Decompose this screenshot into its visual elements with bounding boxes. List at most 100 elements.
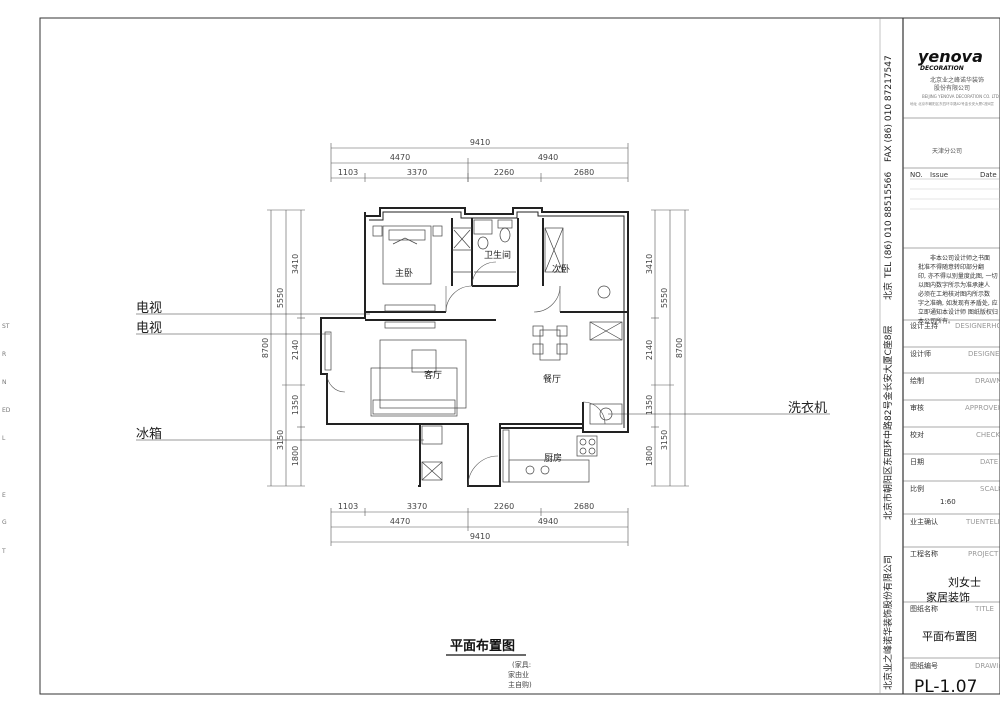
plan-title: 平面布置图 [450, 638, 515, 654]
dim-right-total: 8700 [675, 338, 684, 358]
dim-right-mid: 5550 [660, 288, 669, 308]
drawing-label: 图纸名称 [910, 604, 938, 613]
notice-line: 立即通知本设计师 图纸版权归 [918, 308, 998, 316]
title-block: yenova DECORATION 北京业之峰诺华装饰 股份有限公司 BEIJI… [903, 47, 1000, 697]
dim-bottom-inner: 3370 [407, 502, 427, 511]
margin-letter: L [2, 435, 6, 442]
notice-line: 非本公司设计师之书面 [930, 254, 990, 262]
tb-row-en: DESIGNERHO [955, 322, 1000, 330]
vertical-address: 北京市朝阳区东四环中路82号金长安大厦C座8层 [882, 326, 894, 520]
room-label-bathroom: 卫生间 [484, 249, 511, 261]
company-name-en: BEIJING YENOVA DECORATION CO. LTD [922, 94, 999, 99]
tv-units [324, 321, 436, 371]
margin-letter: E [2, 492, 6, 499]
drawing-number: PL-1.07 [914, 677, 977, 697]
dim-bottom-inner: 1103 [338, 502, 358, 511]
notice-line: 必须在工地核对图内所示数 [918, 290, 990, 298]
margin-letter: ED [2, 407, 11, 414]
margin-letter: N [2, 379, 7, 386]
callout-tv: 电视 [136, 321, 162, 336]
callout-leaders [136, 313, 830, 441]
tb-row-label: 比例 [910, 484, 924, 493]
company-logo: yenova [918, 47, 983, 66]
living-room-furniture [370, 339, 467, 417]
branch-name: 天津分公司 [932, 147, 962, 155]
room-label-second-bedroom: 次卧 [552, 263, 570, 275]
plan-note: (家具: [512, 660, 531, 669]
master-bed [372, 225, 472, 312]
number-en: DRAWING [975, 662, 1000, 670]
margin-letter: ST [2, 323, 10, 330]
plan-note: 家由业 [508, 670, 529, 679]
vertical-tel: TEL (86) 010 88515566 [884, 171, 894, 279]
dim-top-inner: 2680 [574, 168, 594, 177]
drawing-name: 平面布置图 [922, 630, 977, 643]
rev-date: Date [980, 171, 997, 179]
room-label-kitchen: 厨房 [544, 452, 562, 464]
vertical-city: 北京 [882, 282, 894, 300]
callout-fridge: 冰箱 [136, 426, 162, 442]
dining-table [532, 325, 568, 361]
drawing-frame [39, 17, 1000, 695]
margin-letter: G [2, 519, 7, 526]
notice-line: 批准不得随意转印部分翻 [918, 263, 984, 271]
project-en: PROJECT [968, 550, 999, 558]
dim-right-inner: 3410 [645, 254, 654, 274]
tb-row-label: 设计师 [910, 349, 931, 358]
dim-left-inner: 1350 [291, 395, 300, 415]
tb-row-en: DATE [980, 458, 998, 466]
room-label-master-bedroom: 主卧 [395, 267, 413, 279]
tb-row-label: 绘制 [910, 376, 924, 385]
dim-top-inner: 3370 [407, 168, 427, 177]
walls [320, 207, 629, 487]
owner-en: TUENTELE [965, 518, 1000, 526]
company-logo-sub: DECORATION [920, 65, 964, 72]
dim-top-mid: 4470 [390, 153, 410, 162]
dim-right-inner: 2140 [645, 340, 654, 360]
dimensions-right [651, 209, 689, 487]
margin-letter: R [2, 351, 6, 358]
tb-row-en: SCALE [980, 485, 1000, 493]
tb-row-en: APPROVED [965, 404, 1000, 412]
company-address-fine: 地址 北京市朝阳区东四环中路82号金长安大厦C座8层 [910, 101, 994, 106]
dim-bottom-inner: 2260 [494, 502, 514, 511]
project-label: 工程名称 [910, 549, 938, 558]
bathroom-fixtures [473, 219, 516, 273]
notice-line: 以图内数字所示为准承建人 [918, 281, 990, 289]
tb-row-label: 审核 [910, 403, 924, 412]
notice-line: 印, 亦不得以别量度此图, 一切 [918, 272, 998, 280]
dim-left-inner: 2140 [291, 340, 300, 360]
margin-letter: T [1, 548, 6, 555]
company-name-cn2: 股份有限公司 [934, 84, 970, 92]
margin-letters: ST R N ED L E G T [1, 323, 11, 555]
tb-row-label: 设计主持 [910, 321, 938, 330]
dim-left-inner: 1800 [291, 446, 300, 466]
number-label: 图纸编号 [910, 661, 938, 670]
dim-right-inner: 1800 [645, 446, 654, 466]
dim-right-inner: 1350 [645, 395, 654, 415]
notice-line: 字之准确, 如发现有矛盾处, 应 [918, 299, 998, 307]
notice-line: 本公司所有。 [918, 317, 954, 325]
tb-row-en: DESIGNER [968, 350, 1000, 358]
plan-note: 主自购) [508, 680, 532, 689]
tb-row-label: 日期 [910, 458, 924, 466]
callout-tv: 电视 [136, 301, 162, 316]
dim-left-total: 8700 [261, 338, 270, 358]
dimensions-bottom [330, 508, 629, 546]
second-bedroom-furniture [544, 227, 623, 341]
kitchen-fixtures [421, 425, 598, 483]
dim-right-mid: 3150 [660, 430, 669, 450]
rev-no: NO. [910, 171, 923, 179]
vertical-company-name: 北京业之峰诺华装饰股份有限公司 [882, 555, 894, 690]
dim-bottom-total: 9410 [470, 532, 490, 541]
company-name-cn: 北京业之峰诺华装饰 [930, 76, 984, 84]
dim-bottom-mid: 4470 [390, 517, 410, 526]
dim-top-mid: 4940 [538, 153, 558, 162]
tb-row-en: CHECK [976, 431, 1000, 439]
dim-top-total: 9410 [470, 138, 490, 147]
rev-issue: Issue [930, 171, 948, 179]
owner-label: 业主确认 [910, 517, 938, 526]
vertical-fax: FAX (86) 010 87217547 [884, 55, 894, 162]
dim-top-inner: 2260 [494, 168, 514, 177]
